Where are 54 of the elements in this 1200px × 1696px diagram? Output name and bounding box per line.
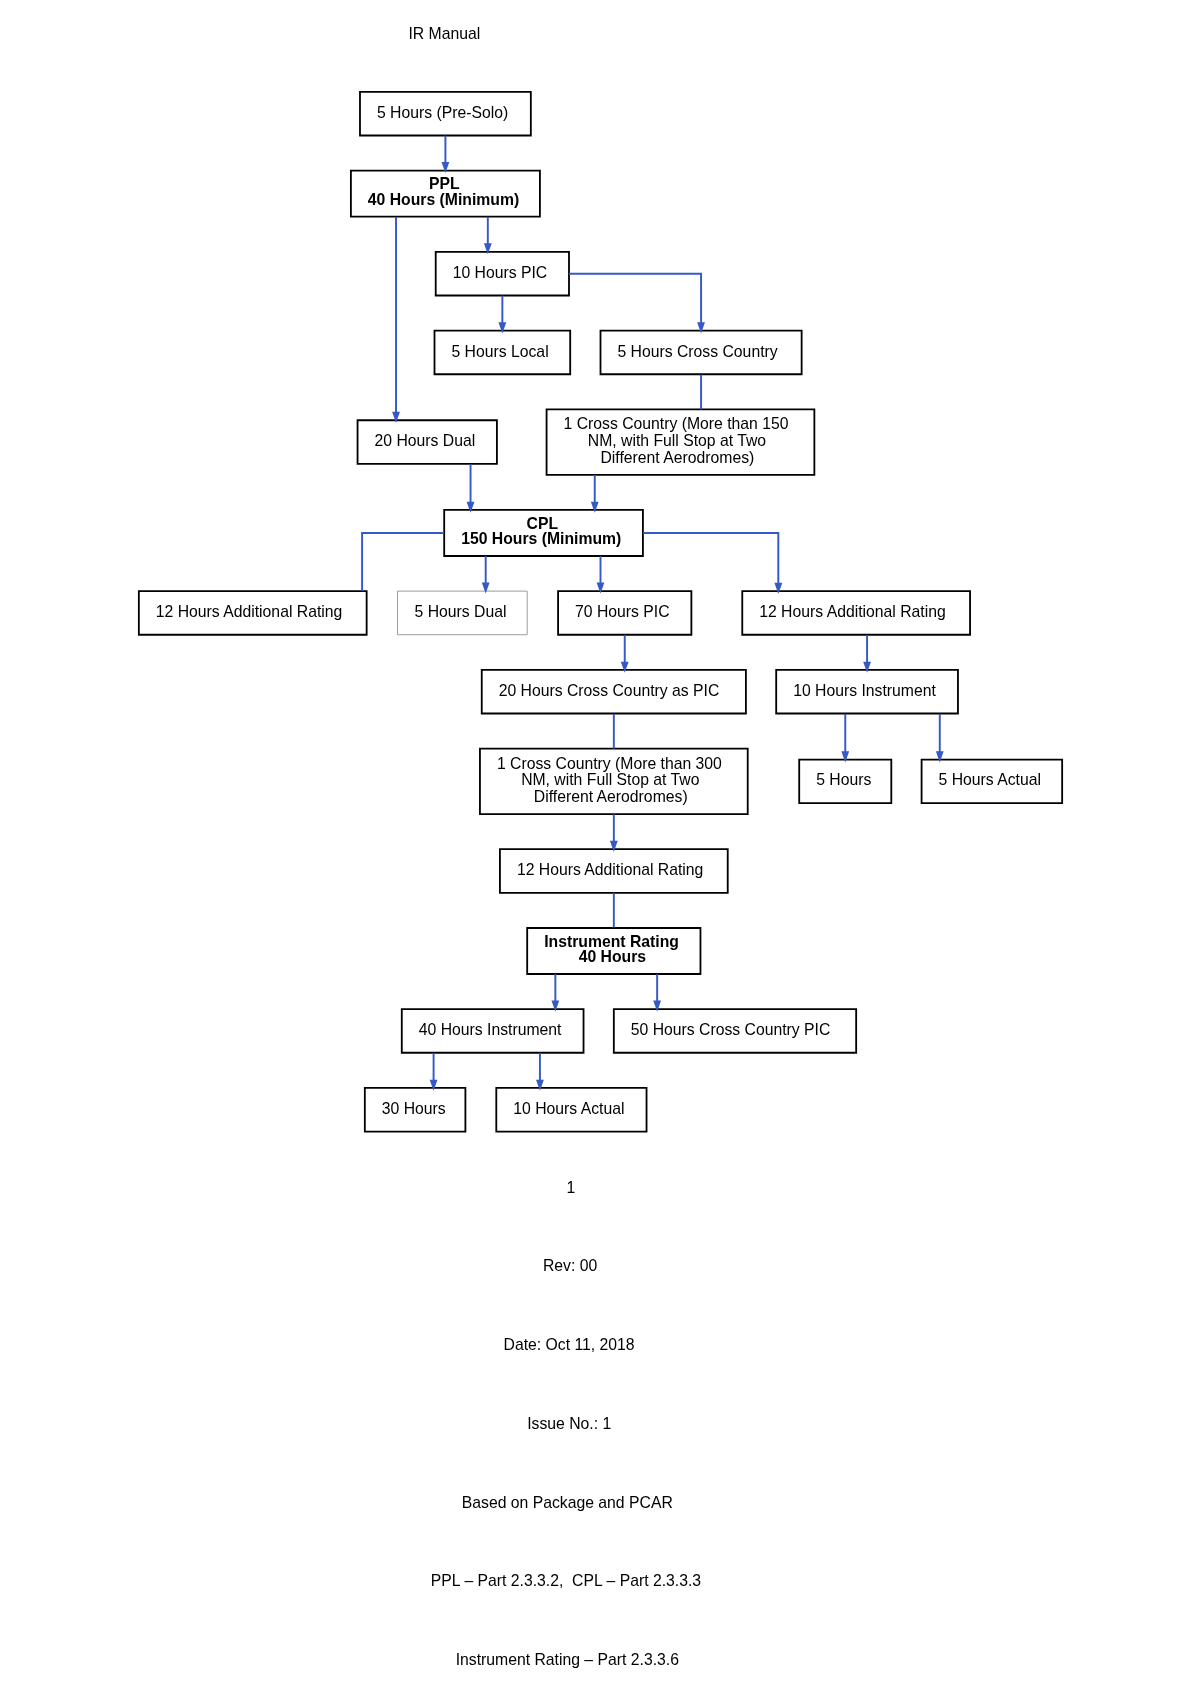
node-box: 5 Hours Dual <box>396 590 528 636</box>
label: 1 <box>566 1178 575 1196</box>
label: Based on Package and PCAR <box>461 1493 673 1511</box>
arrow <box>652 973 661 1012</box>
node-box: CPL 150 Hours (Minimum) <box>442 509 644 557</box>
arrow <box>535 1051 544 1091</box>
arrow <box>641 532 782 595</box>
arrow <box>481 555 490 594</box>
node-box: 20 Hours Cross Country as PIC <box>480 668 747 715</box>
node-box: 5 Hours Local <box>433 329 571 376</box>
arrow <box>609 813 618 852</box>
arrow <box>840 712 849 763</box>
arrow <box>391 216 400 423</box>
arrow <box>567 272 705 334</box>
node-box: 70 Hours PIC <box>556 590 692 636</box>
node-box: 12 Hours Additional Rating <box>740 590 971 636</box>
label: Instrument Rating – Part 2.3.3.6 <box>455 1651 679 1669</box>
node-box: 50 Hours Cross Country PIC <box>612 1008 857 1054</box>
node-box: 10 Hours Actual <box>494 1087 647 1133</box>
arrow <box>862 633 871 673</box>
arrow <box>550 973 559 1012</box>
node-box: 30 Hours <box>363 1087 466 1133</box>
arrow <box>483 215 492 255</box>
label: Issue No.: 1 <box>526 1414 611 1432</box>
node-box: 40 Hours Instrument <box>400 1008 584 1054</box>
node-box: 5 Hours Cross Country <box>599 329 803 376</box>
arrow <box>596 555 604 594</box>
node-box: PPL 40 Hours (Minimum) <box>349 169 541 218</box>
node-box: 12 Hours Additional Rating <box>498 848 729 894</box>
arrow <box>620 633 629 673</box>
label: Rev: 00 <box>542 1257 597 1275</box>
node-box: 10 Hours PIC <box>434 250 570 297</box>
connector <box>699 373 702 411</box>
node-box: 20 Hours Dual <box>356 419 498 465</box>
label: IR Manual <box>407 25 480 43</box>
label: PPL – Part 2.3.3.2, CPL – Part 2.3.3.3 <box>430 1572 701 1590</box>
connector <box>612 891 615 929</box>
node-box: 1 Cross Country (More than 150 NM, with Full Stop at Two Different Aerodromes) <box>545 408 815 476</box>
connector <box>360 532 445 593</box>
node-box: 12 Hours Additional Rating <box>137 590 368 636</box>
connector <box>612 712 615 750</box>
arrow <box>497 294 506 334</box>
arrow <box>429 1051 437 1091</box>
node-box: 5 Hours (Pre-Solo) <box>358 91 532 137</box>
node-box: Instrument Rating 40 Hours <box>525 927 701 975</box>
arrow <box>466 463 474 513</box>
node-box: 10 Hours Instrument <box>774 668 959 715</box>
arrow <box>590 473 599 513</box>
node-box: 5 Hours Actual <box>920 758 1063 805</box>
node-box: 5 Hours <box>797 758 892 805</box>
arrow <box>441 134 449 174</box>
node-box: 1 Cross Country (More than 300 NM, with Full Stop at Two Different Aerodromes) <box>478 747 749 815</box>
label: Date: Oct 11, 2018 <box>503 1336 635 1354</box>
arrow <box>935 712 944 763</box>
